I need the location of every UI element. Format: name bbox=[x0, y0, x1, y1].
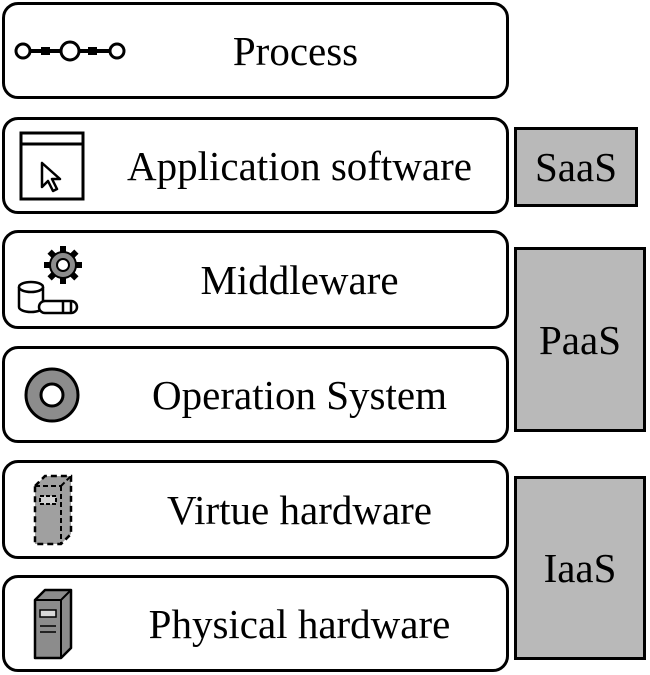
layer-label: Application software bbox=[127, 142, 472, 189]
layer-physical-hardware: Physical hardware bbox=[2, 575, 509, 672]
layer-process: Process bbox=[2, 2, 509, 99]
saas-tag: SaaS bbox=[514, 127, 638, 207]
layer-label: Physical hardware bbox=[148, 600, 451, 647]
physical-server-icon bbox=[15, 578, 89, 669]
application-window-icon bbox=[15, 120, 89, 211]
layer-virtual-hardware: Virtue hardware bbox=[2, 460, 509, 559]
layer-label: Virtue hardware bbox=[166, 486, 433, 533]
middleware-gear-database-icon bbox=[15, 233, 89, 326]
process-chain-icon bbox=[11, 5, 131, 96]
layer-label: Operation System bbox=[152, 371, 447, 418]
layer-operation-system: Operation System bbox=[2, 346, 509, 443]
iaas-tag: IaaS bbox=[514, 476, 646, 660]
virtual-server-icon bbox=[15, 463, 89, 556]
layer-label: Process bbox=[232, 27, 359, 74]
disc-icon bbox=[15, 349, 89, 440]
layer-label: Middleware bbox=[200, 256, 399, 303]
layer-application-software: Application software bbox=[2, 117, 509, 214]
paas-tag: PaaS bbox=[514, 247, 646, 432]
layer-middleware: Middleware bbox=[2, 230, 509, 329]
